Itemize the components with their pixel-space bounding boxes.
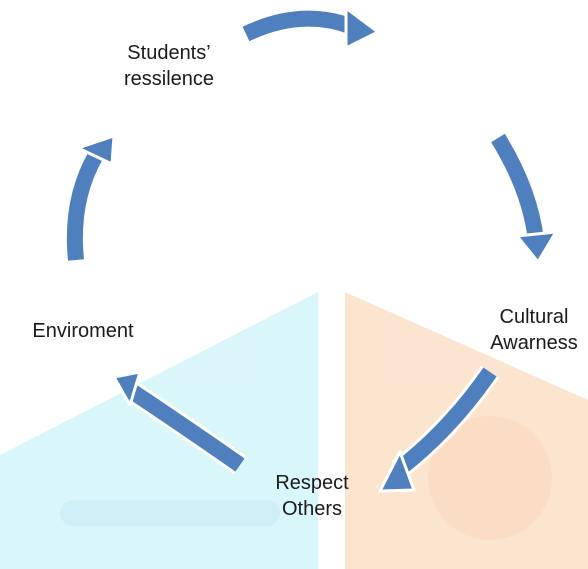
arrow-respect-to-environment xyxy=(112,370,247,475)
node-resilience-line1: Students’ xyxy=(127,42,211,64)
node-respect-line2: Others xyxy=(281,498,343,520)
node-environment-line1: Enviroment xyxy=(32,320,134,342)
arrow-resilience-to-cultural xyxy=(241,6,380,50)
node-respect-line1: Respect xyxy=(275,472,349,494)
node-environment: Enviroment xyxy=(22,318,144,344)
watermark-logo xyxy=(0,292,588,569)
watermark-bulb xyxy=(428,416,552,540)
node-cultural-awareness: Cultural Awarness xyxy=(484,304,584,356)
node-respect-others: Respect Others xyxy=(262,470,362,522)
watermark-cyan-panel xyxy=(0,292,318,569)
arrow-cultural-to-respect xyxy=(488,132,558,264)
arrow-cultural-to-respect-lower xyxy=(378,365,500,493)
node-resilience-line2: ressilence xyxy=(123,68,215,90)
arrow-environment-to-resilience xyxy=(63,134,116,262)
node-students-resilience: Students’ ressilence xyxy=(113,40,225,92)
node-cultural-line1: Cultural xyxy=(499,306,569,328)
watermark-bar xyxy=(60,500,280,526)
node-cultural-line2: Awarness xyxy=(490,332,578,354)
